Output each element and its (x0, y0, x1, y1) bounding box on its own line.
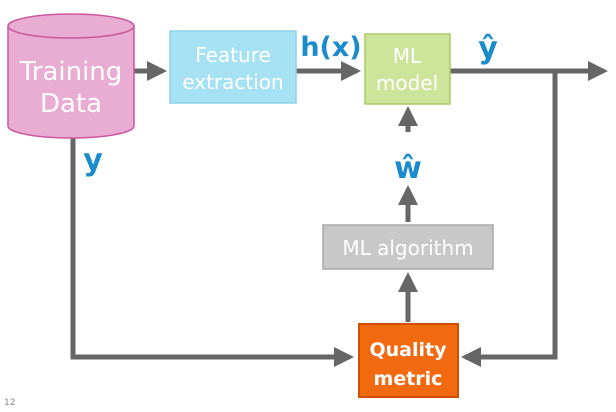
training-data-label-line1: Training (19, 57, 123, 87)
quality-metric-node: Quality metric (358, 323, 459, 398)
ml-model-box (364, 33, 451, 105)
feature-extraction-label-line2: extraction (182, 70, 283, 94)
training-data-label-line2: Data (40, 89, 102, 119)
training-data-cylinder (7, 26, 135, 139)
arrow-output-to-quality (461, 71, 558, 367)
label-w-hat: ŵ (394, 151, 422, 186)
label-y-hat: ŷ (478, 31, 498, 66)
ml-model-label-line1: ML (393, 44, 422, 68)
feature-extraction-box (169, 30, 297, 104)
ml-algorithm-label: ML algorithm (342, 236, 473, 260)
training-data-node: Training Data (7, 13, 135, 139)
quality-metric-label-line2: metric (374, 368, 443, 390)
connectors (70, 61, 608, 367)
feature-extraction-label-line1: Feature (195, 43, 271, 67)
training-data-cylinder-top (7, 13, 135, 39)
feature-extraction-node: Feature extraction (169, 30, 297, 104)
ml-algorithm-node: ML algorithm (322, 224, 494, 270)
ml-model-node: ML model (364, 33, 451, 105)
label-y: y (83, 143, 103, 178)
slide-number: 12 (4, 398, 16, 408)
quality-metric-label-line1: Quality (370, 339, 448, 361)
arrow-y-to-quality (70, 136, 354, 367)
ml-model-label-line2: model (376, 71, 438, 95)
quality-metric-box (358, 323, 459, 398)
label-h-of-x: h(x) (300, 32, 361, 63)
ml-algorithm-box (322, 224, 494, 270)
